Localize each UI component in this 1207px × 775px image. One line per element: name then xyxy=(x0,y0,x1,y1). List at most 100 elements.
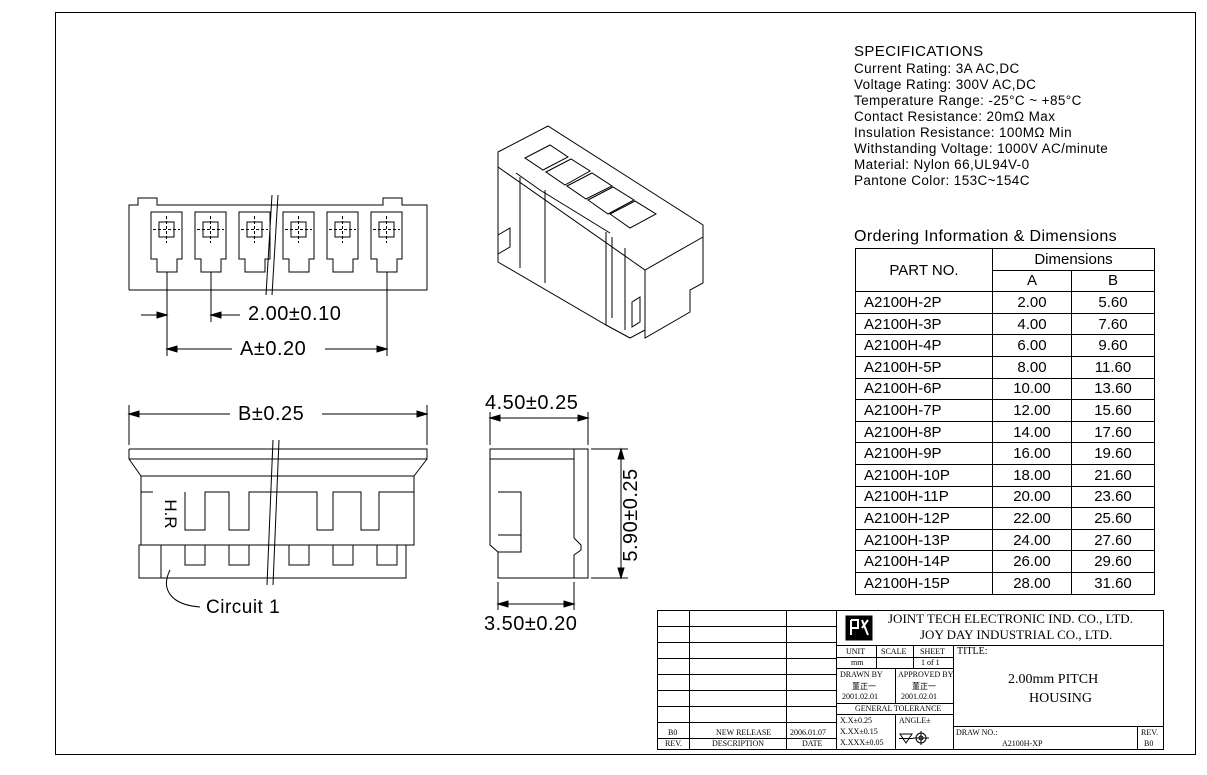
spec-line: Pantone Color: 153C~154C xyxy=(854,173,1030,188)
part-number: A2100H-9P xyxy=(855,442,993,465)
drawing-no-label: DRAW NO.: xyxy=(956,728,998,737)
part-number: A2100H-4P xyxy=(855,334,993,357)
dim-b: 11.60 xyxy=(1071,355,1155,379)
drawn-date: 2001.02.01 xyxy=(842,692,878,701)
spec-line: Current Rating: 3A AC,DC xyxy=(854,61,1020,76)
side-view xyxy=(488,412,628,610)
angle-label: ANGLE± xyxy=(899,716,931,725)
revision-date: 2006.01.07 xyxy=(790,728,826,737)
dim-b: 25.60 xyxy=(1071,507,1155,530)
dim-a: 2.00 xyxy=(992,291,1072,314)
part-number: A2100H-5P xyxy=(855,355,993,379)
part-number: A2100H-7P xyxy=(855,399,993,422)
dim-b: 17.60 xyxy=(1071,420,1155,444)
header-a: A xyxy=(992,269,1072,293)
dim-b: 13.60 xyxy=(1071,377,1155,401)
dim-a: 22.00 xyxy=(992,507,1072,530)
rev-value: B0 xyxy=(1144,739,1154,748)
dim-a: 16.00 xyxy=(992,442,1072,465)
front-bottom-view xyxy=(127,405,429,608)
tolerance-2: X.XX±0.15 xyxy=(840,727,878,736)
drawn-by-label: DRAWN BY xyxy=(840,670,883,679)
approved-by-label: APPROVED BY xyxy=(898,670,954,679)
dim-b: 23.60 xyxy=(1071,485,1155,509)
b-dimension: B±0.25 xyxy=(238,403,305,425)
specifications-title: SPECIFICATIONS xyxy=(854,43,984,60)
part-number: A2100H-11P xyxy=(855,485,993,509)
part-number: A2100H-13P xyxy=(855,528,993,552)
tolerance-1: X.X±0.25 xyxy=(840,716,872,725)
dim-a: 18.00 xyxy=(992,463,1072,487)
outer-border xyxy=(55,12,1196,755)
spec-line: Contact Resistance: 20mΩ Max xyxy=(854,109,1056,124)
drawn-by-name: 董正一 xyxy=(852,682,876,691)
part-number: A2100H-10P xyxy=(855,463,993,487)
dim-a: 20.00 xyxy=(992,485,1072,509)
width-dimension: 4.50±0.25 xyxy=(485,392,579,414)
hr-mark: H.R xyxy=(161,499,180,529)
dim-b: 9.60 xyxy=(1071,334,1155,357)
a-dimension: A±0.20 xyxy=(240,338,307,360)
spec-line: Insulation Resistance: 100MΩ Min xyxy=(854,125,1072,140)
sheet-value: 1 of 1 xyxy=(921,658,940,667)
dim-b: 31.60 xyxy=(1071,571,1155,595)
header-part-no: PART NO. xyxy=(855,247,993,293)
dim-a: 14.00 xyxy=(992,420,1072,444)
dim-b: 7.60 xyxy=(1071,312,1155,336)
part-number: A2100H-14P xyxy=(855,550,993,573)
specifications-block: SPECIFICATIONS Current Rating: 3A AC,DC … xyxy=(854,44,1108,189)
drawing-title-1: 2.00mm PITCH xyxy=(1008,672,1099,687)
depth-dimension: 3.50±0.20 xyxy=(484,613,578,635)
spec-line: Withstanding Voltage: 1000V AC/minute xyxy=(854,141,1109,156)
contact-cavities xyxy=(150,211,403,273)
height-dimension: 5.90±0.25 xyxy=(620,468,642,562)
dim-b: 27.60 xyxy=(1071,528,1155,552)
header-b: B xyxy=(1071,269,1155,293)
header-dimensions: Dimensions xyxy=(992,248,1155,271)
dim-b: 5.60 xyxy=(1071,291,1155,314)
part-number: A2100H-2P xyxy=(855,291,993,314)
dim-b: 19.60 xyxy=(1071,442,1155,465)
tolerance-3: X.XXX±0.05 xyxy=(840,738,884,747)
dim-b: 21.60 xyxy=(1071,463,1155,487)
spec-line: Voltage Rating: 300V AC,DC xyxy=(854,77,1037,92)
isometric-view xyxy=(497,125,704,339)
front-top-view xyxy=(128,194,428,356)
unit-value: mm xyxy=(851,658,864,667)
approved-by-name: 董正一 xyxy=(912,682,936,691)
dim-a: 8.00 xyxy=(992,355,1072,379)
title-label: TITLE: xyxy=(957,646,988,657)
title-block-grid xyxy=(657,610,1164,750)
part-number: A2100H-3P xyxy=(855,312,993,336)
part-number: A2100H-6P xyxy=(855,377,993,401)
dim-b: 15.60 xyxy=(1071,399,1155,422)
col-date: DATE xyxy=(802,739,823,748)
drawing-title-2: HOUSING xyxy=(1029,691,1092,706)
ordering-title: Ordering Information & Dimensions xyxy=(854,228,1118,245)
part-number: A2100H-8P xyxy=(855,420,993,444)
col-description: DESCRIPTION xyxy=(712,739,765,748)
revision-description: NEW RELEASE xyxy=(716,728,772,737)
dim-a: 4.00 xyxy=(992,312,1072,336)
circuit-label: Circuit 1 xyxy=(206,597,281,618)
dim-a: 24.00 xyxy=(992,528,1072,552)
dim-a: 6.00 xyxy=(992,334,1072,357)
rev-label: REV. xyxy=(1141,728,1158,737)
general-tolerance: GENERAL TOLERANCE xyxy=(855,704,942,713)
spec-line: Temperature Range: -25°C ~ +85°C xyxy=(854,93,1082,108)
